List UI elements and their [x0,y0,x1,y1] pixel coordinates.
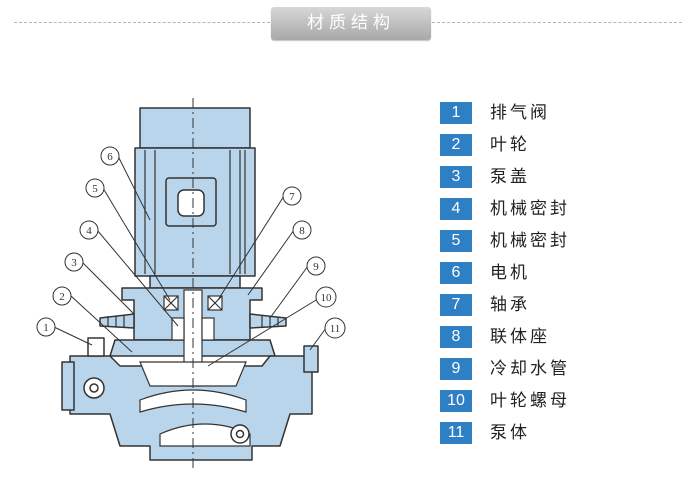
callout-4: 4 [86,225,92,237]
legend-number: 8 [440,326,472,348]
legend-item: 9 冷却水管 [440,358,570,390]
legend-number: 3 [440,166,472,188]
motor-top-cap [139,107,251,149]
legend-label: 机械密封 [490,231,570,251]
legend-item: 2 叶轮 [440,134,570,166]
legend-label: 冷却水管 [490,359,570,379]
legend-label: 轴承 [490,295,530,315]
legend-label: 泵体 [490,423,530,443]
legend-number: 10 [440,390,472,412]
header-divider-right [432,22,682,23]
section-title: 材质结构 [271,7,431,40]
legend-label: 机械密封 [490,199,570,219]
callout-5: 5 [92,183,98,195]
legend-label: 叶轮螺母 [490,391,570,411]
vent-valve [87,337,105,357]
callout-3: 3 [71,257,77,269]
legend-number: 5 [440,230,472,252]
cooling-pipe-right [249,313,287,329]
callout-6: 6 [107,151,113,163]
junction-box-inner [177,189,205,217]
legend-item: 10 叶轮螺母 [440,390,570,422]
header-divider-left [14,22,270,23]
legend-label: 叶轮 [490,135,530,155]
legend-label: 联体座 [490,327,550,347]
legend-number: 7 [440,294,472,316]
legend-label: 泵盖 [490,167,530,187]
callout-8: 8 [299,225,305,237]
cooling-pipe-left [99,313,135,329]
legend-item: 11 泵体 [440,422,570,454]
legend-number: 9 [440,358,472,380]
legend-number: 11 [440,422,472,444]
legend-item: 7 轴承 [440,294,570,326]
legend-item: 4 机械密封 [440,198,570,230]
legend-number: 2 [440,134,472,156]
legend-item: 1 排气阀 [440,102,570,134]
callout-11: 11 [330,323,341,335]
legend-number: 1 [440,102,472,124]
legend-label: 排气阀 [490,103,550,123]
legend-item: 8 联体座 [440,326,570,358]
callout-2: 2 [59,291,65,303]
legend-item: 6 电机 [440,262,570,294]
callout-10: 10 [321,292,333,304]
legend-number: 6 [440,262,472,284]
callout-9: 9 [313,261,319,273]
outlet-flange [303,345,319,373]
legend-item: 5 机械密封 [440,230,570,262]
legend-number: 4 [440,198,472,220]
pump-structure-diagram: 1 2 3 4 5 6 7 8 9 10 11 [36,98,346,470]
legend-item: 3 泵盖 [440,166,570,198]
legend-label: 电机 [490,263,530,283]
callout-1: 1 [43,322,49,334]
inlet-flange [61,361,75,411]
callout-7: 7 [289,191,295,203]
